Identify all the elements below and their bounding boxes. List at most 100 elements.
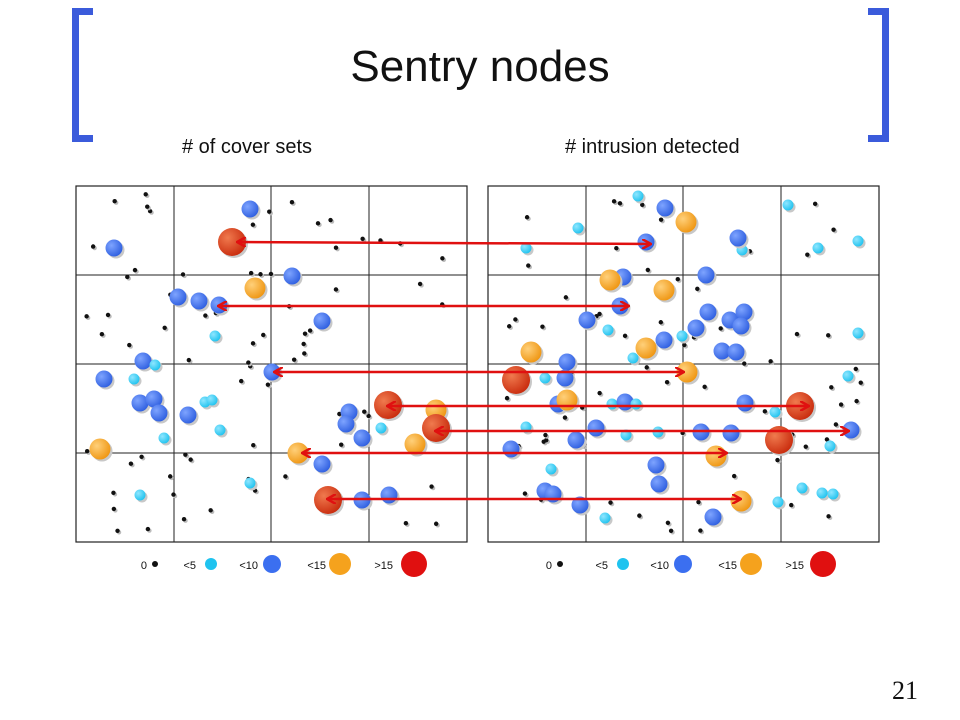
node-dot-icon: [132, 267, 138, 273]
legend-label-lt15: <15: [307, 560, 326, 572]
legend-symbol-lt5: [205, 558, 217, 570]
node-dot-icon: [522, 491, 528, 496]
node-dot-icon: [186, 357, 192, 363]
sensor-node-lt10: [169, 288, 187, 306]
sensor-node-lt5: [149, 359, 161, 371]
sensor-node-lt10: [699, 303, 717, 321]
node-dot-icon: [143, 192, 148, 197]
sensor-node-lt10: [502, 440, 520, 458]
sensor-node-lt5: [782, 199, 794, 211]
sensor-node-lt15: [89, 438, 111, 460]
node-dot-icon: [302, 331, 308, 336]
node-dot-icon: [762, 409, 768, 414]
node-dot-icon: [84, 314, 89, 319]
left-bracket: [72, 8, 93, 142]
node-dot-icon: [513, 317, 518, 322]
sensor-node-lt10: [713, 342, 731, 360]
sensor-node-gt15: [502, 366, 530, 394]
legend-label-gt15: >15: [785, 560, 804, 572]
legend-symbol-lt10: [674, 555, 692, 573]
sensor-node-lt10: [337, 415, 355, 433]
node-dot-icon: [315, 221, 321, 226]
node-dot-icon: [768, 359, 773, 364]
sensor-node-lt10: [313, 455, 331, 473]
node-dot-icon: [853, 366, 859, 372]
sensor-node-lt10: [637, 233, 655, 251]
node-dot-icon: [265, 382, 271, 387]
legend-label-zero: 0: [546, 560, 552, 572]
node-dot-icon: [543, 432, 548, 438]
sensor-node-lt15: [730, 490, 752, 512]
node-dot-icon: [622, 333, 628, 339]
sensor-node-lt5: [375, 422, 387, 434]
node-dot-icon: [644, 365, 649, 370]
node-dot-icon: [90, 244, 96, 249]
sensor-node-lt5: [812, 242, 824, 254]
node-dot-icon: [540, 324, 545, 329]
sensor-node-lt15: [676, 361, 698, 383]
node-dot-icon: [302, 351, 307, 356]
sensor-node-lt5: [572, 222, 584, 234]
node-dot-icon: [268, 271, 274, 277]
node-dot-icon: [504, 395, 510, 401]
node-dot-icon: [111, 506, 117, 512]
sensor-node-lt5: [842, 370, 854, 382]
node-dot-icon: [333, 245, 339, 250]
node-dot-icon: [183, 452, 188, 457]
double-arrow-icon: [238, 242, 650, 244]
node-dot-icon: [698, 528, 703, 533]
node-dot-icon: [261, 332, 266, 338]
node-dot-icon: [289, 199, 295, 205]
sensor-node-lt5: [158, 432, 170, 444]
sensor-node-lt15: [675, 211, 697, 233]
node-dot-icon: [775, 457, 780, 463]
node-dot-icon: [139, 454, 144, 459]
sensor-node-lt5: [606, 398, 618, 410]
node-dot-icon: [563, 295, 569, 300]
node-dot-icon: [328, 217, 333, 223]
node-dot-icon: [658, 320, 664, 325]
node-dot-icon: [440, 256, 445, 261]
sensor-node-lt10: [558, 353, 576, 371]
sensor-node-lt10: [95, 370, 113, 388]
page-number: 21: [892, 676, 918, 705]
sensor-node-lt15: [705, 445, 727, 467]
sensor-node-lt10: [380, 486, 398, 504]
right-bracket: [868, 8, 889, 142]
panel-label-cover-sets: # of cover sets: [182, 136, 313, 158]
sensor-node-lt10: [704, 508, 722, 526]
legend-label-zero: 0: [141, 560, 147, 572]
node-dot-icon: [105, 312, 111, 318]
node-dot-icon: [524, 215, 530, 220]
node-dot-icon: [403, 521, 409, 526]
node-dot-icon: [718, 326, 723, 331]
node-dot-icon: [171, 492, 176, 497]
legend-symbol-zero: [557, 561, 563, 567]
sensor-node-lt10: [145, 390, 163, 408]
sensor-node-lt5: [827, 488, 839, 500]
legend-symbol-lt15: [740, 553, 762, 575]
sensor-node-lt10: [697, 266, 715, 284]
node-dot-icon: [180, 272, 186, 277]
node-dot-icon: [696, 499, 701, 505]
sensor-node-lt15: [520, 341, 542, 363]
sensor-node-lt5: [852, 327, 864, 339]
sensor-node-lt5: [244, 477, 256, 489]
node-dot-icon: [858, 380, 863, 385]
node-dot-icon: [658, 217, 664, 222]
sensor-node-lt5: [630, 398, 642, 410]
node-dot-icon: [283, 474, 288, 479]
sensor-node-lt10: [179, 406, 197, 424]
node-dot-icon: [246, 360, 251, 365]
node-dot-icon: [208, 508, 213, 513]
node-dot-icon: [301, 341, 306, 347]
sensor-node-lt5: [772, 496, 784, 508]
sensor-node-lt10: [655, 331, 673, 349]
node-dot-icon: [803, 444, 808, 449]
legend-symbol-lt15: [329, 553, 351, 575]
legend-label-lt15: <15: [718, 560, 737, 572]
sensor-node-lt5: [769, 406, 781, 418]
node-dot-icon: [307, 328, 313, 333]
node-dot-icon: [614, 245, 619, 251]
sensor-node-lt10: [353, 429, 371, 447]
